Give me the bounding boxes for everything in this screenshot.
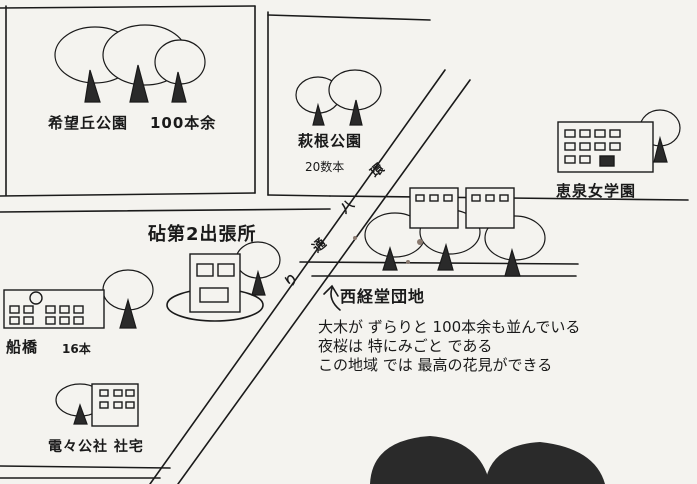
figure-head-left xyxy=(370,436,490,484)
label-keisen-school: 恵泉女学園 xyxy=(556,182,637,200)
arrow-head xyxy=(323,284,339,297)
block-line xyxy=(267,194,331,197)
cherry-trees xyxy=(54,24,681,425)
map-lines xyxy=(0,5,689,484)
buildings xyxy=(3,121,654,427)
bottom-street-line xyxy=(0,465,171,469)
figures-bottom xyxy=(370,436,605,484)
label-branch-office: 砧第2出張所 xyxy=(148,224,257,245)
arrow-shaft xyxy=(330,287,341,311)
label-danchi: 西経堂団地 xyxy=(340,287,426,306)
label-funabashi-school: 船橋 xyxy=(6,338,39,356)
side-street-line xyxy=(299,261,579,265)
note-line-3: この地域 では 最高の花見ができる xyxy=(318,356,553,374)
tree-cluster-kibougaoka xyxy=(54,24,206,103)
building-branch-office xyxy=(189,253,241,313)
label-hagine-park: 萩根公園 xyxy=(298,132,363,150)
block-line xyxy=(0,5,256,9)
building-keisen xyxy=(557,121,654,173)
block-line xyxy=(267,14,431,21)
tree-office xyxy=(235,241,281,296)
block-line xyxy=(0,192,256,197)
note-line-1: 大木が ずらりと 100本余も並んでいる xyxy=(318,318,581,336)
decor-dot xyxy=(353,236,357,240)
label-hagine-count: 20数本 xyxy=(305,160,345,174)
label-kibougaoka-count: 100本余 xyxy=(150,114,217,132)
building-denden xyxy=(91,383,139,427)
annotation-note: 大木が ずらりと 100本余も並んでいる 夜桜は 特にみごと である この地域 … xyxy=(318,318,580,375)
decor-dot xyxy=(406,260,410,264)
main-road-line-b xyxy=(177,79,471,484)
tree-cluster-hagine xyxy=(295,69,382,126)
note-line-2: 夜桜は 特にみごと である xyxy=(318,337,493,355)
main-road-line-a xyxy=(149,69,446,484)
label-denden-housing: 電々公社 社宅 xyxy=(48,439,144,455)
building-danchi xyxy=(409,187,515,229)
figure-head-right xyxy=(485,442,605,484)
block-line xyxy=(0,208,331,213)
building-funabashi xyxy=(3,289,105,329)
tree-funabashi xyxy=(102,269,154,329)
label-kibougaoka-park: 希望丘公園 xyxy=(48,114,129,132)
label-funabashi-count: 16本 xyxy=(62,342,91,356)
decor-dot xyxy=(417,239,423,245)
